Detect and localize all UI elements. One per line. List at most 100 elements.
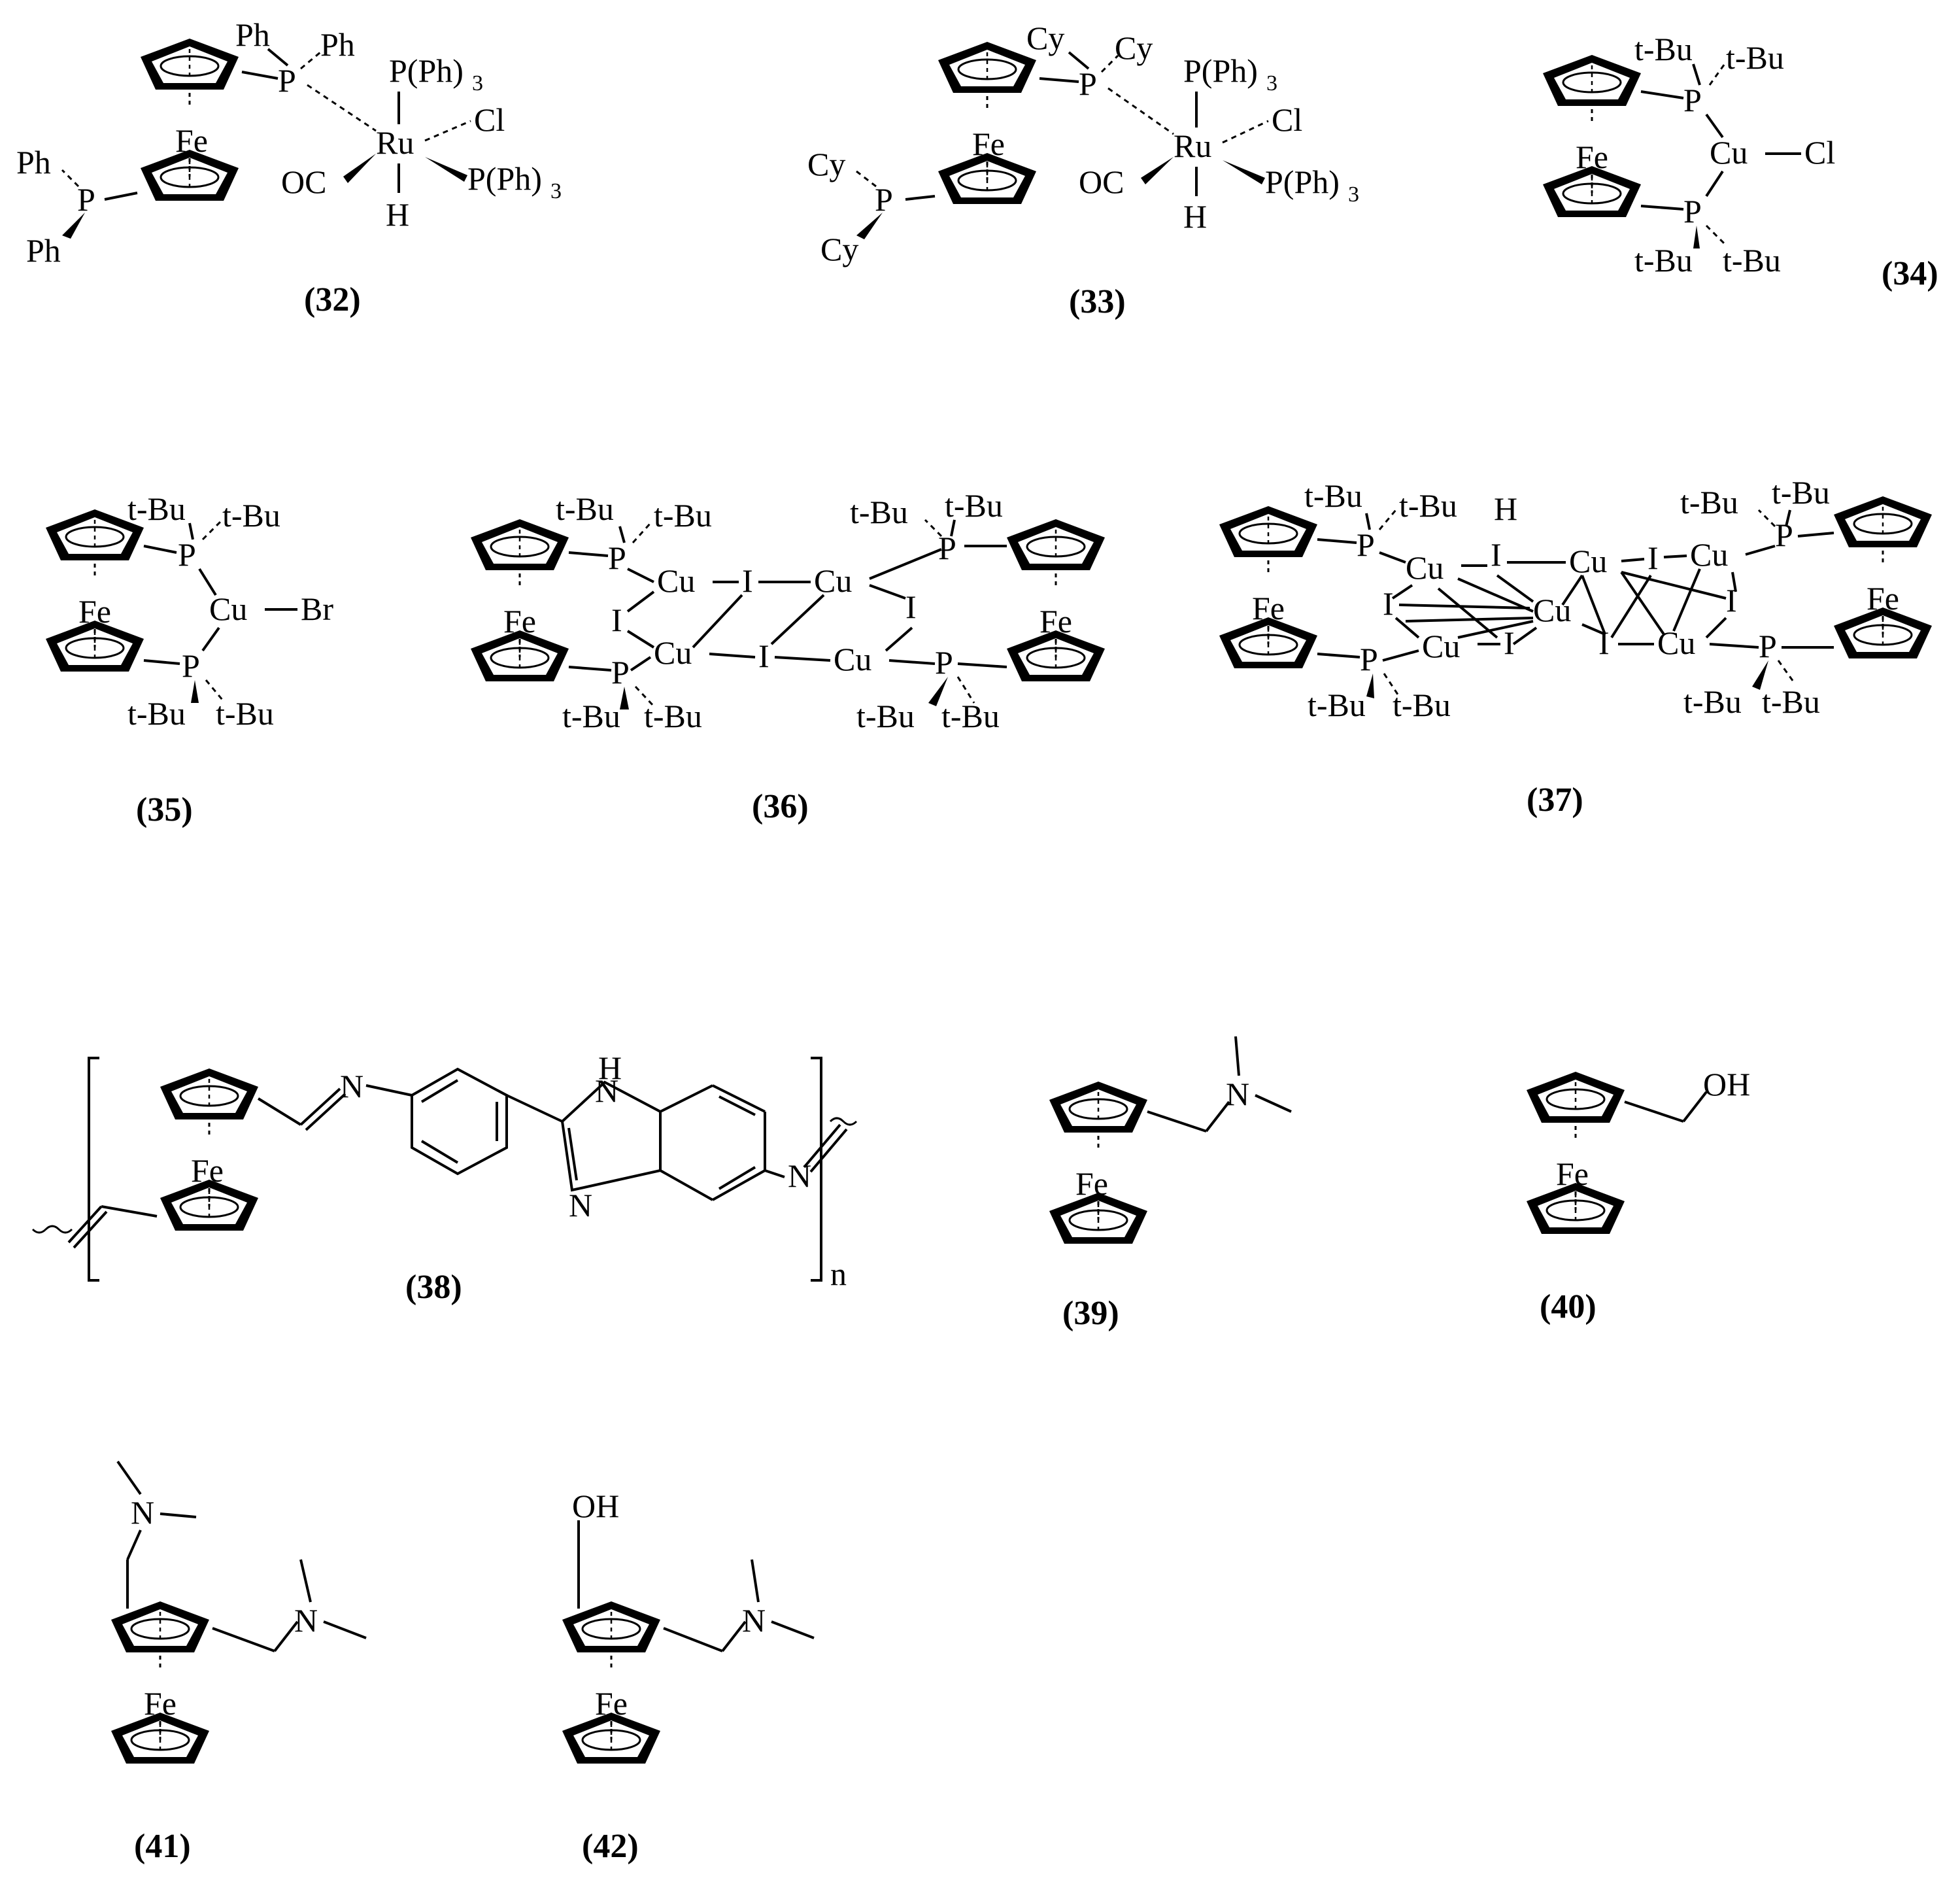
- phenyl-label: Ph: [235, 16, 270, 53]
- compound-40: Fe OH (40): [1527, 1066, 1750, 1325]
- iron-atom: Fe: [1556, 1155, 1589, 1192]
- phenyl-label: Ph: [16, 144, 51, 180]
- nitrogen-atom: N: [131, 1494, 154, 1531]
- phosphorus-atom: P: [278, 62, 296, 99]
- compound-41: Fe N N (41): [111, 1460, 367, 1865]
- subscript: 3: [1266, 71, 1277, 95]
- carbonyl-label: OC: [1079, 163, 1124, 200]
- copper-atom: Cu: [834, 641, 871, 677]
- tert-butyl-label: t-Bu: [1634, 242, 1693, 279]
- triphenylphosphine-label: P(Ph): [467, 160, 542, 197]
- compound-37: Fe Fe P t-Bu t-Bu H P t-Bu t-Bu Cu Cu Cu…: [1219, 474, 1932, 819]
- copper-atom: Cu: [657, 562, 695, 599]
- subscript: 3: [472, 71, 483, 95]
- phosphorus-atom: P: [935, 644, 953, 681]
- tert-butyl-label: t-Bu: [1304, 477, 1362, 514]
- iodine-atom: I: [1491, 536, 1502, 573]
- cyclohexyl-label: Cy: [1115, 29, 1153, 66]
- iodine-atom: I: [742, 562, 753, 599]
- compound-35: Fe P t-Bu t-Bu Cu Br P t-Bu t-Bu (35): [46, 490, 333, 828]
- compound-label: (33): [1069, 283, 1126, 320]
- ferrocene-core: [1527, 1072, 1625, 1234]
- phosphorus-atom: P: [1775, 517, 1793, 553]
- tert-butyl-label: t-Bu: [556, 490, 614, 527]
- tert-butyl-label: t-Bu: [941, 698, 1000, 734]
- phosphorus-atom: P: [1360, 641, 1378, 677]
- cyclohexyl-label: Cy: [1026, 20, 1064, 56]
- compound-label: (38): [405, 1269, 462, 1306]
- tert-butyl-label: t-Bu: [1634, 31, 1693, 67]
- ferrocene-core: [160, 1068, 258, 1231]
- hydride-atom: H: [1183, 198, 1207, 235]
- ferrocene-core: [1049, 1082, 1147, 1244]
- ferrocene-core: [1543, 55, 1641, 217]
- copper-atom: Cu: [1657, 624, 1695, 661]
- iodine-atom: I: [758, 638, 769, 674]
- tert-butyl-label: t-Bu: [850, 494, 908, 530]
- iodine-atom: I: [905, 589, 917, 625]
- tert-butyl-label: t-Bu: [562, 698, 620, 734]
- tert-butyl-label: t-Bu: [1772, 474, 1830, 511]
- nitrogen-atom: N: [742, 1602, 766, 1639]
- copper-atom: Cu: [1710, 134, 1748, 171]
- ferrocene-core: [1007, 519, 1105, 681]
- hydroxyl-group: OH: [1703, 1066, 1750, 1102]
- iron-atom: Fe: [191, 1152, 224, 1189]
- phosphorus-atom: P: [182, 647, 200, 684]
- nitrogen-atom: N: [340, 1068, 363, 1104]
- triphenylphosphine-label: P(Ph): [1265, 163, 1340, 200]
- copper-atom: Cu: [209, 590, 247, 627]
- hydroxyl-group: OH: [572, 1488, 619, 1524]
- subscript: 3: [550, 179, 562, 203]
- iodine-atom: I: [1647, 539, 1659, 576]
- compound-label: (39): [1062, 1295, 1119, 1332]
- cyclohexyl-label: Cy: [807, 146, 845, 182]
- iron-atom: Fe: [595, 1685, 628, 1722]
- copper-atom: Cu: [654, 634, 692, 671]
- compound-36: Fe Fe P t-Bu t-Bu P t-Bu t-Bu Cu Cu Cu C…: [471, 487, 1105, 825]
- tert-butyl-label: t-Bu: [222, 497, 280, 534]
- compound-label: (40): [1540, 1288, 1597, 1325]
- ferrocene-core: [141, 39, 239, 201]
- repeat-unit-n: n: [830, 1255, 847, 1292]
- ruthenium-atom: Ru: [376, 124, 414, 161]
- phosphorus-atom: P: [178, 536, 196, 573]
- phosphorus-atom: P: [608, 539, 626, 576]
- ferrocene-core: [111, 1601, 209, 1764]
- compound-label: (36): [752, 788, 809, 825]
- compound-42: Fe OH N (42): [562, 1488, 815, 1865]
- compound-label: (34): [1882, 255, 1938, 292]
- iodine-atom: I: [611, 602, 622, 638]
- tert-butyl-label: t-Bu: [1723, 242, 1781, 279]
- phosphorus-atom: P: [875, 181, 893, 218]
- iodine-atom: I: [1726, 582, 1737, 619]
- ferrocene-core: [562, 1601, 660, 1764]
- tert-butyl-label: t-Bu: [856, 698, 915, 734]
- subscript: 3: [1348, 182, 1359, 207]
- copper-atom: Cu: [1406, 549, 1444, 586]
- compound-34: Fe P t-Bu t-Bu Cu Cl P t-Bu t-Bu (34): [1543, 31, 1938, 292]
- tert-butyl-label: t-Bu: [945, 487, 1003, 524]
- compound-33: Fe P Cy Cy Ru P(Ph) 3 Cl OC P(Ph) 3 H P …: [807, 20, 1359, 320]
- carbonyl-label: OC: [281, 163, 326, 200]
- polymer-bracket-right: [811, 1057, 822, 1282]
- phosphorus-atom: P: [1079, 65, 1097, 102]
- compound-label: (41): [134, 1828, 191, 1865]
- iron-atom: Fe: [1576, 139, 1608, 175]
- phosphorus-atom: P: [77, 181, 95, 218]
- copper-atom: Cu: [1533, 592, 1571, 628]
- compound-32: Fe P Ph Ph Ru P(Ph) 3 Cl OC P(Ph) 3 H P …: [16, 16, 562, 318]
- iron-atom: Fe: [144, 1685, 177, 1722]
- compound-label: (42): [582, 1828, 639, 1865]
- phosphorus-atom: P: [1683, 82, 1702, 118]
- ferrocene-core: [46, 509, 144, 672]
- copper-atom: Cu: [1569, 543, 1607, 579]
- ferrocene-core: [471, 519, 569, 681]
- tert-butyl-label: t-Bu: [1393, 687, 1451, 723]
- ruthenium-atom: Ru: [1174, 128, 1211, 164]
- iodine-atom: I: [1504, 624, 1515, 661]
- tert-butyl-label: t-Bu: [1308, 687, 1366, 723]
- tert-butyl-label: t-Bu: [1399, 487, 1457, 524]
- tert-butyl-label: t-Bu: [127, 695, 186, 732]
